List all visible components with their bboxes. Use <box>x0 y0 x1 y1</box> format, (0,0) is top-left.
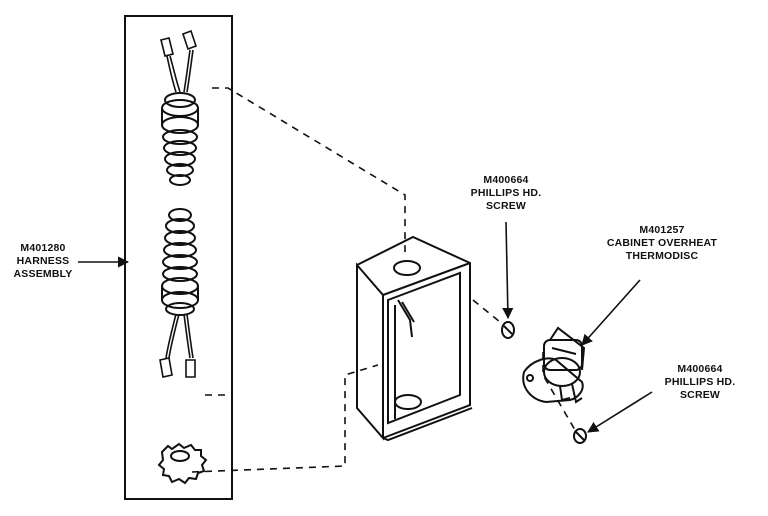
lock-washer <box>157 442 208 485</box>
label-harness-assembly: M401280 HARNESS ASSEMBLY <box>8 242 78 281</box>
thermodisc <box>522 326 586 404</box>
harness-part-number: M401280 <box>20 242 66 254</box>
screw-bottom-part-number: M400664 <box>677 363 723 375</box>
upper-coil <box>161 92 199 186</box>
mounting-box <box>356 235 473 442</box>
thermodisc-line1: CABINET OVERHEAT <box>606 237 718 249</box>
arrow-screw-bottom <box>587 391 653 433</box>
leader-arrows <box>78 221 653 433</box>
screw-bottom-line2: SCREW <box>679 389 721 401</box>
screw-top <box>501 321 515 339</box>
screw-top-line1: PHILLIPS HD. <box>470 187 542 199</box>
thermodisc-part-number: M401257 <box>639 224 685 236</box>
label-thermodisc: M401257 CABINET OVERHEAT THERMODISC <box>592 224 732 263</box>
bottom-connectors <box>159 313 196 378</box>
arrow-screw-top <box>502 221 514 320</box>
lower-coil <box>161 208 199 316</box>
harness-line2: ASSEMBLY <box>13 268 73 280</box>
screw-bottom-line1: PHILLIPS HD. <box>664 376 736 388</box>
arrow-thermodisc <box>581 279 641 346</box>
label-screw-top: M400664 PHILLIPS HD. SCREW <box>452 174 560 213</box>
thermodisc-line2: THERMODISC <box>625 250 699 262</box>
top-connectors <box>160 29 198 93</box>
harness-line1: HARNESS <box>16 255 70 267</box>
label-screw-bottom: M400664 PHILLIPS HD. SCREW <box>644 363 756 402</box>
dashed-guide-lines <box>191 87 576 500</box>
screw-top-line2: SCREW <box>485 200 527 212</box>
screw-bottom <box>573 428 587 444</box>
screw-top-part-number: M400664 <box>483 174 529 186</box>
